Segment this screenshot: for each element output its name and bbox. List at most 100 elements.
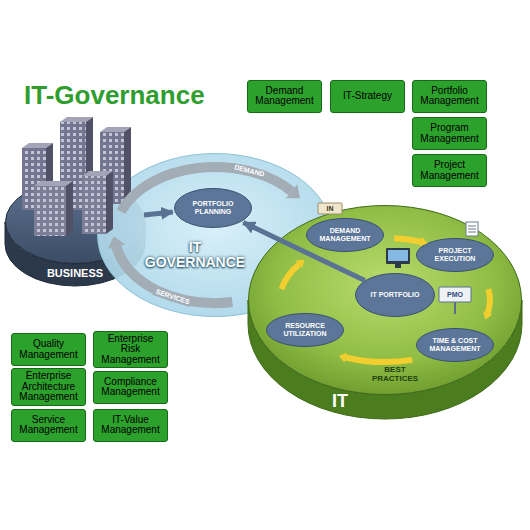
management-box: Demand Management xyxy=(247,80,322,113)
cycle-arrow-head xyxy=(296,260,305,268)
flow-arrow xyxy=(243,223,364,281)
it-platform: IT DEMAND MANAGEMENT PROJECT EXECUTION IT P… xyxy=(248,205,522,419)
node-text: Enterprise Risk Management xyxy=(97,334,164,366)
building xyxy=(106,171,113,234)
clipboard-icon xyxy=(466,222,478,236)
monitor-stand xyxy=(395,264,401,268)
cycle-arrow xyxy=(346,358,413,363)
management-box: Project Management xyxy=(412,154,487,187)
node-text: Quality Management xyxy=(15,339,82,360)
best-practice-cycle xyxy=(282,237,493,363)
flow-arrow-head xyxy=(108,236,125,249)
management-box: Enterprise Risk Management xyxy=(93,331,168,369)
building xyxy=(60,122,86,210)
flow-arrow xyxy=(144,212,173,215)
title-holder: IT-Governance xyxy=(24,80,205,111)
building xyxy=(100,132,124,204)
building xyxy=(124,127,131,204)
management-box: Quality Management xyxy=(11,333,86,366)
management-box: IT-Strategy xyxy=(330,80,405,113)
management-box: IT-Value Management xyxy=(93,409,168,442)
building xyxy=(34,186,66,236)
computer-icon xyxy=(386,248,410,268)
node-text: IT PORTFOLIO xyxy=(371,291,420,299)
monitor xyxy=(386,248,410,264)
process-disc: DEMAND MANAGEMENT xyxy=(306,218,384,252)
building-windows xyxy=(60,122,86,210)
clipboard-line xyxy=(468,229,476,230)
building-windows xyxy=(22,148,46,210)
flow-arrow-head xyxy=(286,184,300,198)
building xyxy=(86,117,93,210)
building xyxy=(60,117,93,122)
diagram-label: PMO xyxy=(445,291,465,299)
node-text: DEMAND MANAGEMENT xyxy=(317,227,373,242)
process-disc: IT PORTFOLIO xyxy=(355,273,435,317)
disc-top xyxy=(267,314,344,347)
buildings xyxy=(22,117,131,236)
cycle-arrow xyxy=(488,289,490,313)
governance-cycle xyxy=(108,167,300,303)
sign-pole xyxy=(454,302,456,314)
cycle-arrow-head xyxy=(420,237,428,247)
node-text: IT-Value Management xyxy=(97,415,164,436)
clipboard-line xyxy=(468,226,476,227)
pmo-sign xyxy=(439,287,471,314)
management-box: Portfolio Management xyxy=(412,80,487,113)
node-text: Enterprise Architecture Management xyxy=(15,371,82,403)
building-windows xyxy=(100,132,124,204)
node-text: Service Management xyxy=(15,415,82,436)
cycle-arrow xyxy=(282,264,299,289)
building xyxy=(82,171,113,176)
process-disc: TIME & COST MANAGEMENT xyxy=(416,328,494,362)
node-text: Project Management xyxy=(416,160,483,181)
node-text: BUSINESS xyxy=(25,267,125,279)
building xyxy=(100,127,131,132)
node-text: IT-Strategy xyxy=(343,91,392,102)
disc-top xyxy=(417,239,494,272)
disc-top xyxy=(356,274,435,317)
node-text: Portfolio Management xyxy=(416,86,483,107)
node-text: Compliance Management xyxy=(97,377,164,398)
management-box: Compliance Management xyxy=(93,371,168,404)
building xyxy=(34,181,73,186)
sign-board xyxy=(439,287,471,302)
disc-top xyxy=(307,219,384,252)
building xyxy=(66,181,73,236)
node-text: PROJECT EXECUTION xyxy=(427,247,483,262)
building-windows xyxy=(82,176,106,234)
node-text: IT xyxy=(320,392,360,412)
disc-top xyxy=(417,329,494,362)
node-text: Program Management xyxy=(416,123,483,144)
management-box: Service Management xyxy=(11,409,86,442)
node-text: IT GOVERNANCE xyxy=(139,240,251,271)
cycle-arrow-head xyxy=(339,353,347,363)
diagram-label: IN xyxy=(325,205,336,213)
clipboard-line xyxy=(468,232,476,233)
diagram-title: IT-Governance xyxy=(24,80,205,111)
diagram-label: BEST PRACTICES xyxy=(365,366,425,384)
clipboard xyxy=(466,222,478,236)
building xyxy=(46,143,53,210)
disc-top xyxy=(175,189,252,228)
process-disc: RESOURCE UTILIZATION xyxy=(266,313,344,347)
process-disc: PROJECT EXECUTION xyxy=(416,238,494,272)
node-text: TIME & COST MANAGEMENT xyxy=(427,337,483,352)
node-text: PORTFOLIO PLANNING xyxy=(185,200,241,215)
building xyxy=(22,148,46,210)
building xyxy=(82,176,106,234)
node-text: RESOURCE UTILIZATION xyxy=(277,322,333,337)
in-tray xyxy=(318,203,342,214)
cycle-arrow xyxy=(394,238,421,242)
management-box: Enterprise Architecture Management xyxy=(11,368,86,406)
building xyxy=(22,143,53,148)
management-box: Program Management xyxy=(412,117,487,150)
node-text: Demand Management xyxy=(251,86,318,107)
process-disc: PORTFOLIO PLANNING xyxy=(174,188,252,228)
disc-top xyxy=(249,206,522,395)
monitor-screen xyxy=(388,250,408,261)
